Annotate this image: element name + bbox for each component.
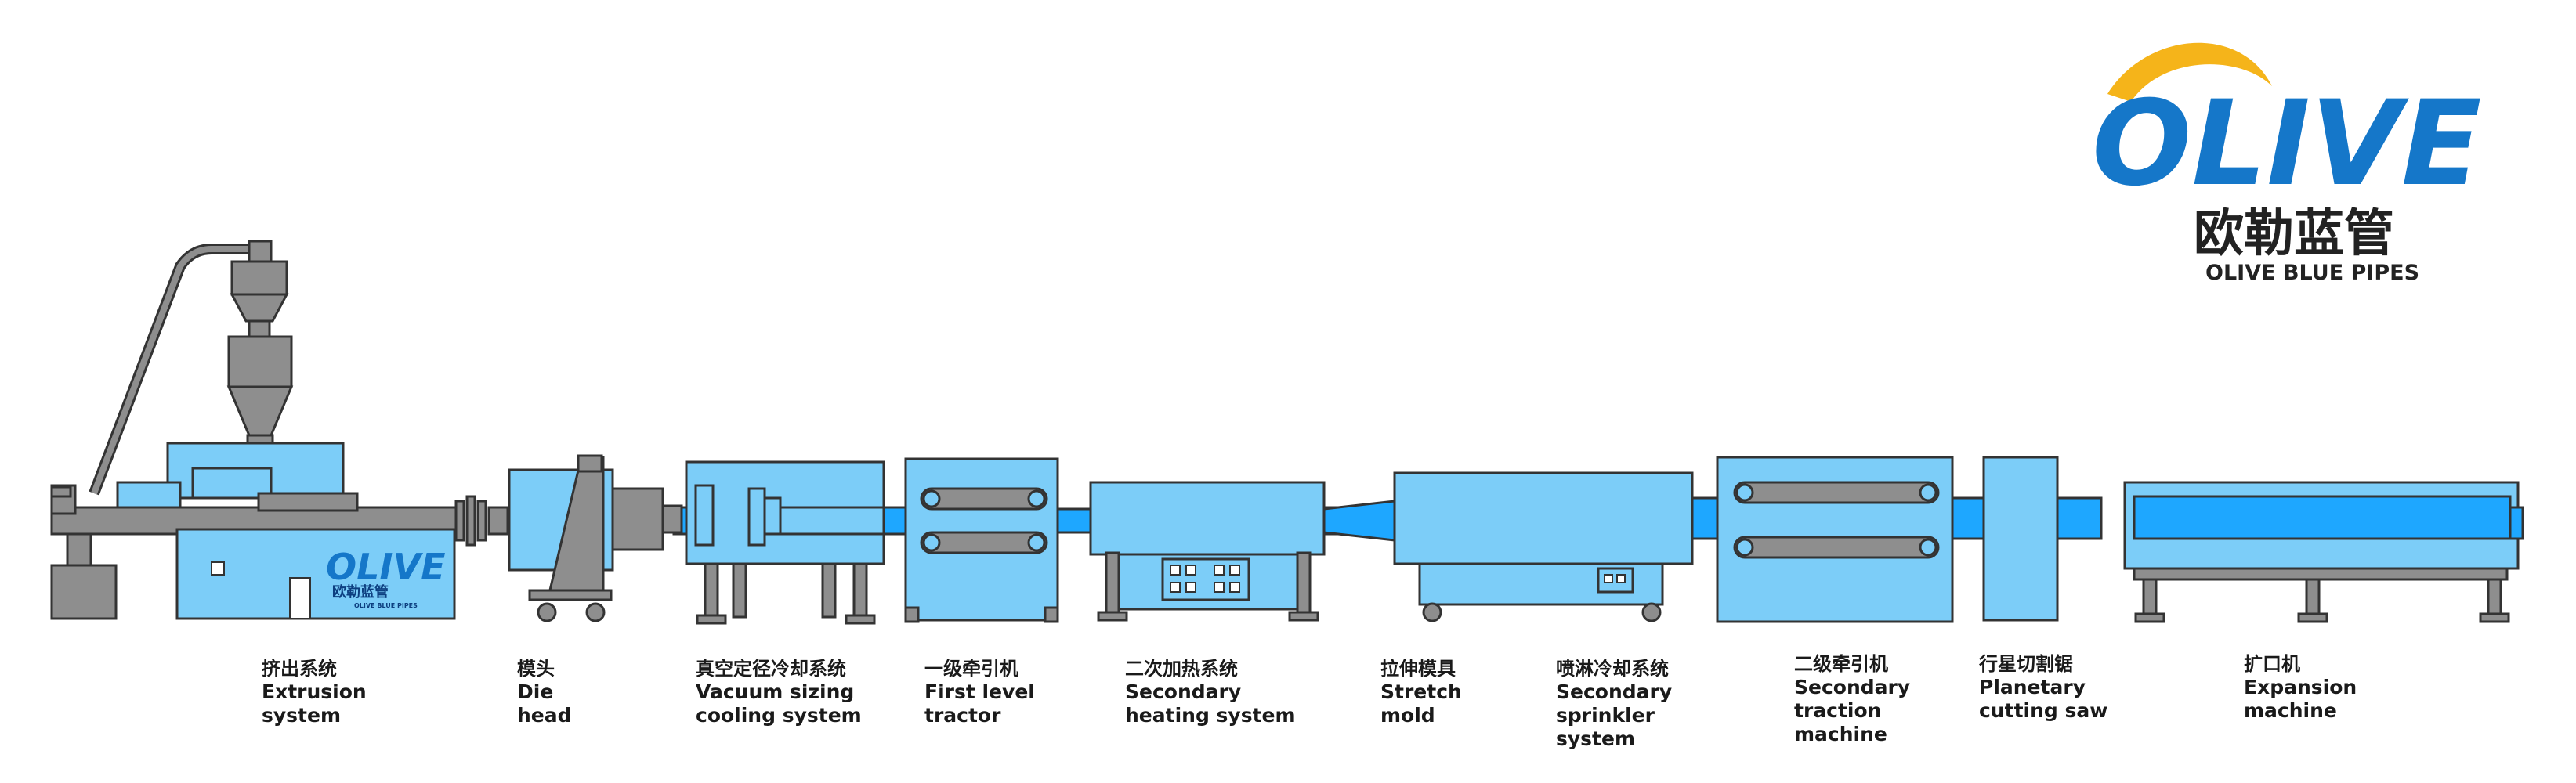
label-en-line: Stretch (1380, 680, 1462, 703)
extrusion-system: OLIVE 欧勒蓝管 OLIVE BLUE PIPES (50, 240, 509, 620)
label-zh: 模头 (517, 658, 555, 680)
label-secondary-heating: 二次加热系统 Secondary heating system (1125, 658, 1296, 727)
label-en-line: Expansion (2244, 676, 2357, 698)
label-en-line: Secondary (1125, 680, 1241, 703)
label-zh: 扩口机 (2244, 653, 2300, 675)
logo-wordmark: OLIVE (2092, 76, 2481, 212)
brand-logo: OLIVE 欧勒蓝管 OLIVE BLUE PIPES (2092, 42, 2481, 285)
label-extrusion-system: 挤出系统 Extrusion system (262, 658, 367, 727)
label-planetary-saw: 行星切割锯 Planetary cutting saw (1978, 653, 2107, 722)
label-sprinkler-system: 喷淋冷却系统 Secondary sprinkler system (1556, 658, 1672, 750)
label-vacuum-sizing: 真空定径冷却系统 Vacuum sizing cooling system (696, 658, 862, 727)
logo-chinese-name: 欧勒蓝管 (2194, 205, 2394, 263)
label-en-line: heating system (1125, 704, 1296, 727)
badge-english: OLIVE BLUE PIPES (354, 602, 418, 609)
label-zh: 真空定径冷却系统 (696, 658, 846, 680)
label-en-line: mold (1380, 704, 1435, 727)
label-en-line: traction (1794, 699, 1881, 722)
secondary-heating-system (1089, 481, 1326, 622)
sprinkler-cooling-system (1393, 471, 1694, 622)
badge-chinese: 欧勒蓝管 (332, 583, 389, 601)
logo-english-name: OLIVE BLUE PIPES (2205, 261, 2419, 285)
expansion-machine (2123, 481, 2524, 623)
label-zh: 二次加热系统 (1125, 658, 1238, 680)
label-en-line: machine (1794, 723, 1887, 745)
logo-gold-arc (2107, 42, 2272, 102)
label-en-line: Planetary (1979, 676, 2086, 698)
label-die-head: 模头 Die head (517, 658, 572, 727)
label-zh: 一级牵引机 (924, 658, 1018, 680)
label-zh: 行星切割锯 (1978, 653, 2073, 675)
label-secondary-traction: 二级牵引机 Secondary traction machine (1794, 653, 1910, 745)
material-hopper (226, 240, 294, 453)
label-en-line: system (262, 704, 341, 727)
die-head (508, 454, 683, 622)
label-zh: 挤出系统 (262, 658, 337, 680)
label-zh: 喷淋冷却系统 (1556, 658, 1669, 680)
label-zh: 二级牵引机 (1794, 653, 1888, 675)
label-zh: 拉伸模具 (1380, 658, 1456, 680)
label-stretch-mold: 拉伸模具 Stretch mold (1380, 658, 1462, 727)
extruder-cabinet (175, 528, 456, 620)
label-en-line: machine (2244, 699, 2337, 722)
label-expansion-machine: 扩口机 Expansion machine (2244, 653, 2357, 722)
label-first-level-tractor: 一级牵引机 First level tractor (924, 658, 1035, 727)
label-en-line: First level (924, 680, 1035, 703)
label-en-line: cutting saw (1979, 699, 2107, 722)
label-en-line: cooling system (696, 704, 862, 727)
station-labels: 挤出系统 Extrusion system 模头 Die head 真空定径冷却… (262, 653, 2357, 750)
label-en-line: Vacuum sizing (696, 680, 854, 703)
label-en-line: Die (517, 680, 553, 703)
label-en-line: Secondary (1556, 680, 1672, 703)
label-en-line: Secondary (1794, 676, 1910, 698)
label-en-line: tractor (924, 704, 1001, 727)
label-en-line: head (517, 704, 572, 727)
secondary-traction-machine (1716, 456, 1954, 623)
machine-badge: OLIVE 欧勒蓝管 OLIVE BLUE PIPES (326, 546, 446, 609)
label-en-line: system (1556, 727, 1635, 750)
badge-wordmark: OLIVE (326, 546, 446, 588)
planetary-cutting-saw (1982, 456, 2103, 622)
vacuum-sizing-cooling-tank (685, 460, 885, 625)
first-level-tractor (904, 457, 1059, 623)
label-en-line: sprinkler (1556, 704, 1655, 727)
label-en-line: Extrusion (262, 680, 367, 703)
